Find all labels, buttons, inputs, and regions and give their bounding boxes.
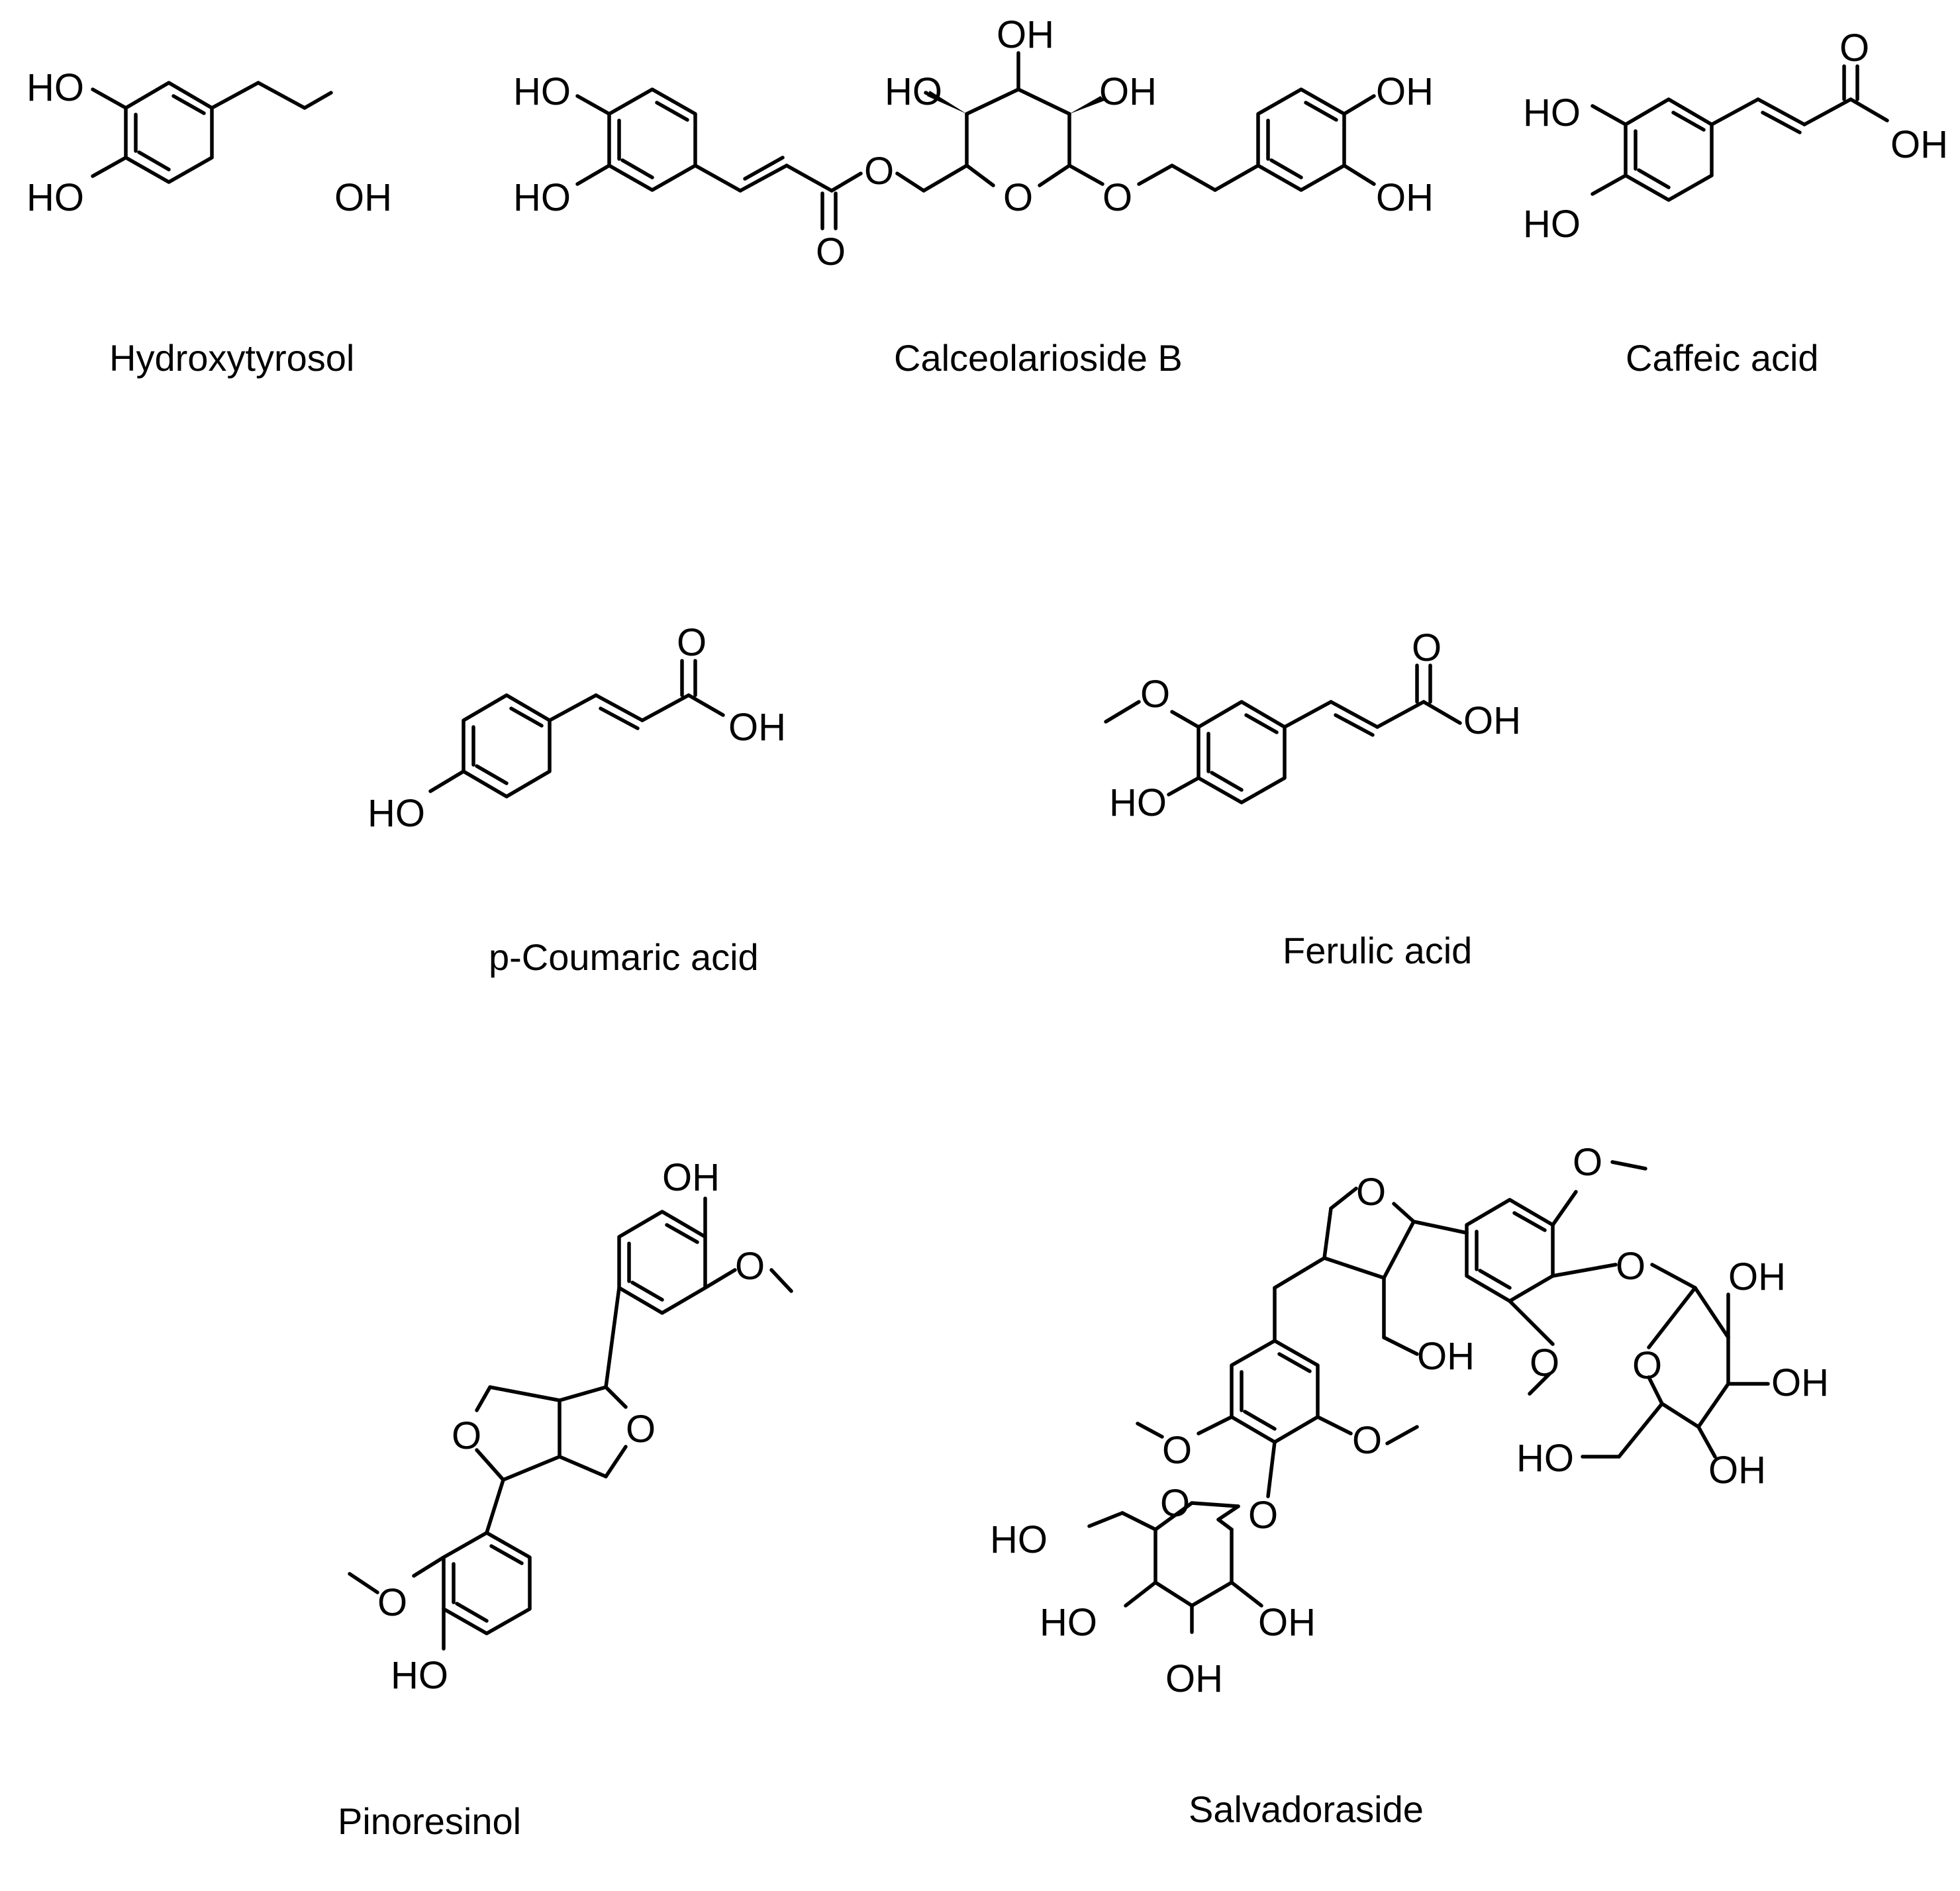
atom-label-o: O [1160,1482,1190,1525]
salvadoraside-structure: O OH O O O O OH OH OH HO O O O O HO HO O… [990,1141,1829,1700]
atom-label-oh: OH [1771,1361,1829,1404]
atom-label-o: O [1248,1494,1278,1537]
pinoresinol-structure: OH O O O O HO [348,1156,793,1697]
atom-label-oh: OH [1376,176,1434,219]
atom-label-ho: HO [1523,203,1581,246]
atom-label-o: O [1162,1429,1192,1472]
atom-label-ho: HO [990,1518,1048,1561]
atom-label-oh: OH [1728,1255,1786,1298]
atom-label-o: O [626,1408,656,1451]
atom-label-oh: OH [334,176,392,219]
atom-label-oh: OH [1099,70,1157,113]
atom-label-o: O [377,1581,407,1624]
atom-label-o: O [1102,176,1132,219]
atom-label-o: O [1003,176,1033,219]
atom-label-oh: OH [1417,1335,1475,1378]
atom-label-ho: HO [368,792,425,835]
atom-label-oh: OH [1165,1657,1223,1700]
atom-label-o: O [1412,626,1442,669]
caffeic-acid-structure: O OH HO HO [1523,26,1948,246]
atom-label-o: O [1352,1419,1382,1462]
atom-label-o: O [1573,1141,1602,1184]
atom-label-oh: OH [662,1156,720,1199]
atom-label-oh: OH [1376,70,1434,113]
atom-label-ho: HO [26,66,84,109]
atom-label-ho: HO [26,176,84,219]
compound-name-pinoresinol: Pinoresinol [338,1800,521,1842]
atom-label-oh: OH [1258,1601,1316,1644]
atom-label-o: O [864,150,894,193]
atom-label-o: O [1140,673,1170,716]
atom-label-o: O [1632,1344,1662,1387]
atom-label-ho: HO [391,1654,448,1697]
atom-label-o: O [1616,1245,1645,1288]
atom-label-oh: OH [1890,123,1948,166]
atom-label-o: O [1530,1341,1559,1384]
p-coumaric-acid-structure: O OH HO [368,621,786,835]
compound-name-ferulic-acid: Ferulic acid [1283,930,1472,971]
atom-label-oh: OH [728,706,786,749]
atom-label-oh: OH [997,13,1054,56]
atom-label-o: O [452,1414,481,1457]
atom-label-ho: HO [1040,1601,1097,1644]
compound-name-caffeic-acid: Caffeic acid [1626,337,1819,379]
compound-name-calceolarioside-b: Calceolarioside B [894,337,1183,379]
hydroxytyrosol-structure: HO HO OH [26,66,392,219]
compound-name-p-coumaric-acid: p-Coumaric acid [489,936,759,978]
atom-label-oh: OH [1708,1449,1766,1492]
compound-name-salvadoraside: Salvadoraside [1189,1788,1424,1830]
atom-label-o: O [816,230,846,273]
atom-label-ho: HO [513,176,571,219]
atom-label-ho: HO [1523,91,1581,134]
atom-label-ho: HO [1516,1437,1574,1480]
atom-label-o: O [1356,1171,1386,1214]
compound-name-hydroxytyrosol: Hydroxytyrosol [109,337,354,379]
atom-label-ho: HO [1109,781,1167,824]
atom-label-o: O [735,1245,765,1288]
atom-label-o: O [677,621,707,664]
atom-label-oh: OH [1463,699,1521,742]
atom-label-ho: HO [885,70,942,113]
atom-label-o: O [1839,26,1869,70]
calceolarioside-b-structure: HO HO O O O HO OH OH O OH OH [513,13,1434,273]
atom-label-ho: HO [513,70,571,113]
ferulic-acid-structure: O OH O HO [1104,626,1521,824]
